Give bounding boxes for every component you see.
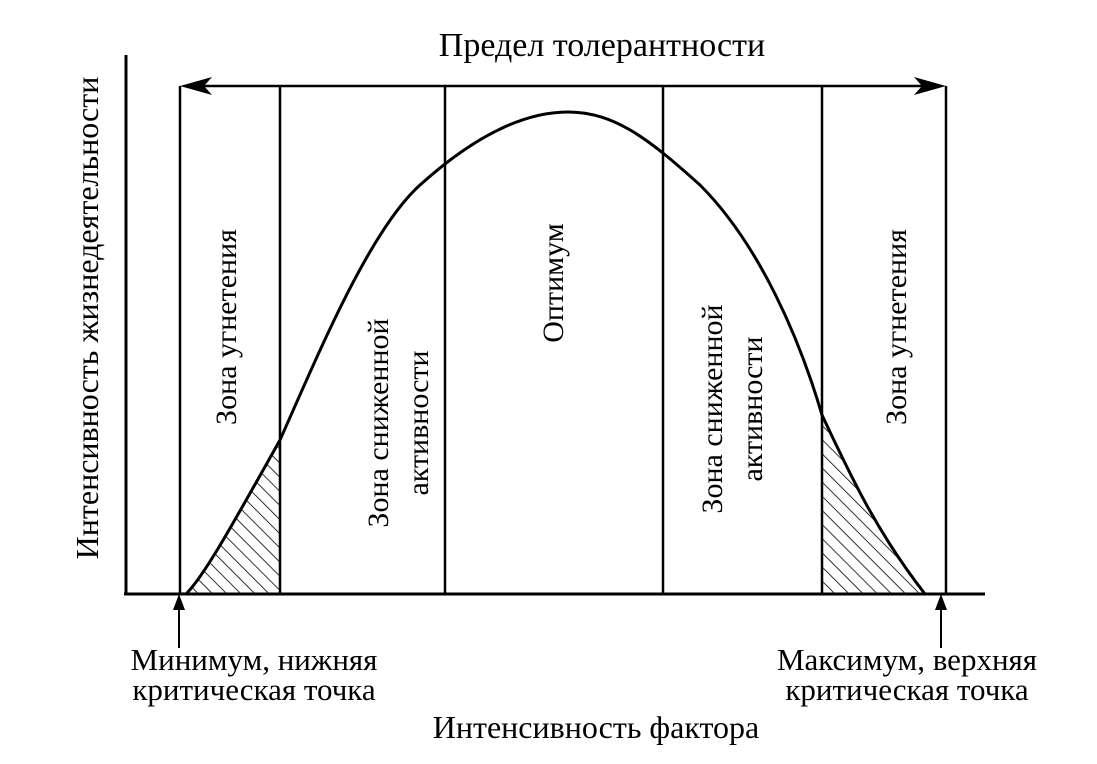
zone-label-right-reduced-line1: Зона сниженной (696, 304, 729, 513)
x-axis-label: Интенсивность фактора (433, 709, 760, 745)
zone-label-optimum: Оптимум (537, 223, 570, 342)
max-point-arrow (935, 594, 947, 648)
min-point-label-line2: критическая точка (132, 672, 376, 707)
tolerance-curve (184, 110, 927, 596)
max-point-label-line2: критическая точка (785, 672, 1029, 707)
min-point-label-line1: Минимум, нижняя (131, 642, 378, 677)
zone-label-left-reduced-line1: Зона сниженной (362, 318, 395, 527)
zone-label-right-inhibition: Зона угнетения (880, 229, 913, 425)
max-point-label-line1: Максимум, верхняя (777, 642, 1037, 677)
diagram-title: Предел толерантности (439, 27, 765, 64)
min-point-arrow (173, 594, 185, 648)
y-axis-label: Интенсивность жизнедеятельности (69, 77, 105, 560)
tolerance-range-arrow (180, 77, 946, 95)
right-hatched-area (822, 415, 925, 594)
zone-label-left-reduced-line2: активности (402, 350, 435, 495)
zone-label-right-reduced-line2: активности (736, 336, 769, 481)
zone-label-left-inhibition: Зона угнетения (210, 229, 243, 425)
left-hatched-area (180, 440, 280, 594)
